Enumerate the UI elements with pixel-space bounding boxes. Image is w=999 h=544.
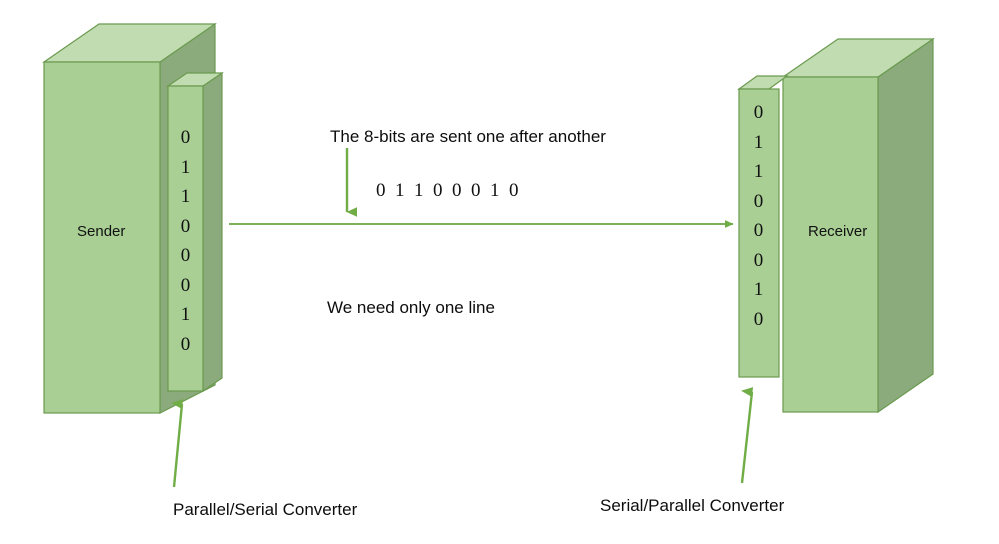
serial-parallel-converter-caption: Serial/Parallel Converter	[600, 496, 785, 515]
sender-strip-side-face	[202, 71, 223, 393]
sender-strip-front-face	[167, 85, 204, 392]
receiver-box-side-face	[877, 37, 934, 414]
sender-bit: 0	[180, 215, 191, 237]
sender-label: Sender	[77, 223, 126, 240]
sender-bit: 0	[180, 245, 191, 266]
one-line-note-text: We need only one line	[327, 298, 495, 317]
receiver-box-front-face	[782, 76, 879, 413]
sender-bit: 1	[180, 156, 191, 178]
receiver-bit: 0	[753, 190, 764, 212]
receiver-bit: 0	[753, 102, 764, 123]
sender-bit-column: 0 1 1 0 0 0 1 0	[168, 123, 203, 359]
sender-bit: 0	[180, 127, 191, 148]
receiver-label: Receiver	[808, 223, 868, 240]
receiver-bit: 0	[753, 220, 764, 241]
receiver-bit: 1	[753, 161, 764, 182]
receiver-bit-column: 0 1 1 0 0 0 1 0	[741, 98, 776, 334]
sender-bit: 1	[180, 186, 191, 207]
parallel-serial-converter-pointer	[171, 399, 184, 488]
receiver-bit: 0	[753, 308, 764, 330]
serial-parallel-converter-pointer	[740, 387, 754, 484]
parallel-serial-converter-caption: Parallel/Serial Converter	[173, 500, 358, 519]
receiver-bit: 1	[753, 131, 764, 153]
bits-note-text: The 8-bits are sent one after another	[330, 127, 606, 146]
sender-bit: 0	[180, 274, 191, 296]
receiver-bit: 1	[753, 279, 764, 300]
sender-bit: 1	[180, 304, 191, 325]
receiver-strip-top-face	[737, 75, 789, 90]
sender-converter-strip	[166, 71, 224, 393]
sender-bit: 0	[180, 333, 191, 355]
sender-box-front-face	[43, 61, 161, 414]
receiver-converter-strip	[737, 75, 789, 378]
bitstream-text: 0 1 1 0 0 0 1 0	[376, 180, 519, 201]
receiver-bit: 0	[753, 249, 764, 271]
receiver-box	[781, 37, 935, 414]
receiver-strip-front-face	[738, 88, 780, 378]
